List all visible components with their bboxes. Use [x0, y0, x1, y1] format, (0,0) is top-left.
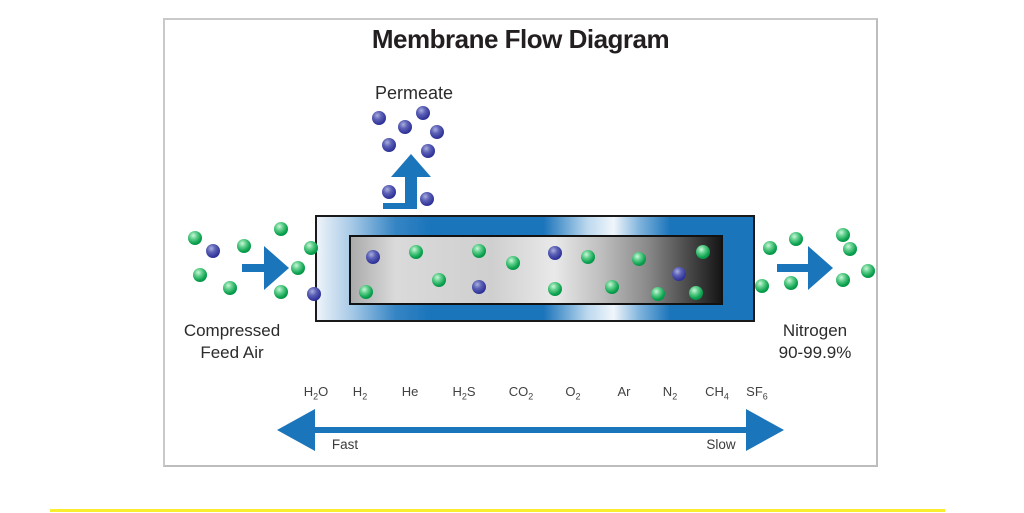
gas-label-ch4: CH4: [705, 384, 729, 402]
permeate-blue-dot: [372, 111, 386, 125]
permeate-arrow-icon: [383, 154, 431, 209]
feed-air-label-line1: Compressed: [183, 321, 281, 340]
permeate-blue-dot: [398, 120, 412, 134]
nitrogen-green-dot: [861, 264, 875, 278]
nitrogen-output-label-line2: 90-99.9%: [778, 343, 852, 362]
feed-air-label-line2: Feed Air: [200, 343, 264, 362]
feed-arrow-icon: [242, 246, 289, 290]
gas-label-h2o: H2O: [303, 384, 329, 402]
nitrogen-green-dot: [836, 273, 850, 287]
membrane-green-dot: [581, 250, 595, 264]
feed-green-dot: [291, 261, 305, 275]
nitrogen-green-dot: [843, 242, 857, 256]
nitrogen-green-dot: [755, 279, 769, 293]
fast-slow-scale-arrow-icon: [277, 409, 784, 451]
nitrogen-green-dot: [763, 241, 777, 255]
feed-blue-dot: [307, 287, 321, 301]
gas-label-h2s: H2S: [452, 384, 476, 402]
membrane-blue-dot: [672, 267, 686, 281]
nitrogen-green-dot: [836, 228, 850, 242]
gas-label-h2: H2: [352, 384, 368, 402]
gas-label-co2: CO2: [508, 384, 534, 402]
membrane-blue-dot: [366, 250, 380, 264]
membrane-green-dot: [409, 245, 423, 259]
membrane-green-dot: [689, 286, 703, 300]
gas-label-n2: N2: [662, 384, 678, 402]
feed-green-dot: [193, 268, 207, 282]
nitrogen-arrow-icon: [777, 246, 833, 290]
gas-label-sf6: SF6: [746, 384, 768, 402]
feed-green-dot: [223, 281, 237, 295]
gas-label-he: He: [401, 384, 419, 399]
feed-green-dot: [237, 239, 251, 253]
diagram-title: Membrane Flow Diagram: [371, 24, 670, 54]
yellow-divider-line: [50, 509, 945, 512]
nitrogen-green-dot: [784, 276, 798, 290]
permeate-blue-dot: [430, 125, 444, 139]
permeate-blue-dot: [382, 138, 396, 152]
membrane-green-dot: [605, 280, 619, 294]
membrane-blue-dot: [472, 280, 486, 294]
membrane-green-dot: [651, 287, 665, 301]
slow-label: Slow: [706, 437, 736, 452]
permeate-blue-dot: [382, 185, 396, 199]
membrane-green-dot: [432, 273, 446, 287]
permeate-blue-dot: [421, 144, 435, 158]
membrane-green-dot: [696, 245, 710, 259]
gas-label-o2: O2: [565, 384, 581, 402]
permeate-label: Permeate: [374, 83, 454, 103]
feed-green-dot: [304, 241, 318, 255]
nitrogen-green-dot: [789, 232, 803, 246]
membrane-green-dot: [472, 244, 486, 258]
nitrogen-output-label-line1: Nitrogen: [782, 321, 848, 340]
membrane-green-dot: [632, 252, 646, 266]
feed-green-dot: [274, 222, 288, 236]
gas-label-ar: Ar: [617, 384, 631, 399]
feed-blue-dot: [206, 244, 220, 258]
feed-green-dot: [274, 285, 288, 299]
fast-label: Fast: [331, 437, 359, 452]
permeate-blue-dot: [416, 106, 430, 120]
membrane-green-dot: [548, 282, 562, 296]
feed-green-dot: [188, 231, 202, 245]
membrane-green-dot: [359, 285, 373, 299]
membrane-blue-dot: [548, 246, 562, 260]
nitrogen-output-label: Nitrogen 90-99.9%: [749, 320, 881, 364]
permeate-blue-dot: [420, 192, 434, 206]
feed-air-label: Compressed Feed Air: [166, 320, 298, 364]
membrane-green-dot: [506, 256, 520, 270]
